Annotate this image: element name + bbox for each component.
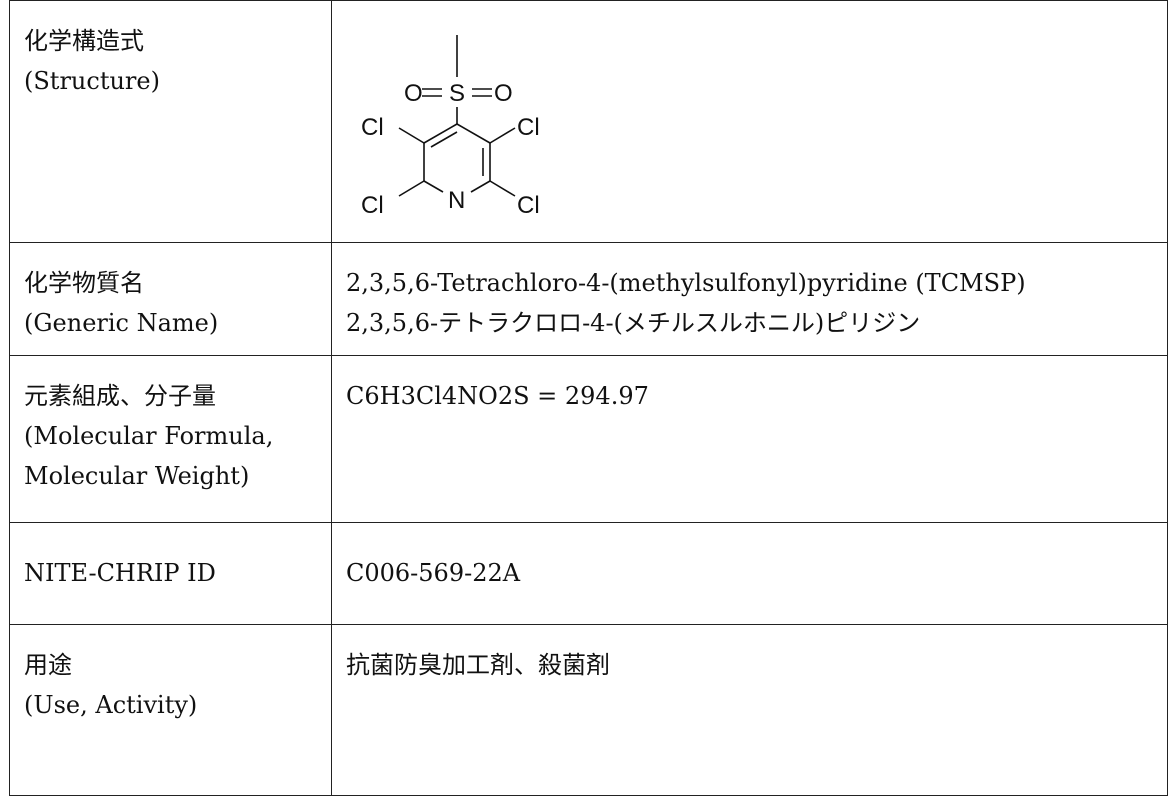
generic-name-value-ja: 2,3,5,6-テトラクロロ-4-(メチルスルホニル)ピリジン — [346, 309, 921, 337]
generic-name-value-cell: 2,3,5,6-Tetrachloro-4-(methylsulfonyl)py… — [331, 242, 1168, 356]
nite-chrip-id-value-cell: C006-569-22A — [331, 522, 1168, 625]
use-activity-label-en: (Use, Activity) — [24, 691, 198, 719]
molecular-formula-value: C6H3Cl4NO2S = 294.97 — [346, 382, 649, 410]
structure-value-cell: O S O Cl Cl Cl N Cl — [331, 0, 1168, 243]
atom-nitrogen: N — [448, 187, 465, 214]
atom-oxygen-right: O — [494, 80, 513, 107]
atom-chlorine-lower-right: Cl — [517, 192, 540, 219]
structure-label-ja: 化学構造式 — [24, 27, 144, 55]
structure-label-en: (Structure) — [24, 67, 160, 95]
atom-oxygen-left: O — [404, 80, 423, 107]
nite-chrip-id-row: NITE-CHRIP ID C006-569-22A — [9, 522, 1168, 625]
generic-name-label-cell: 化学物質名 (Generic Name) — [9, 242, 332, 356]
atom-chlorine-lower-left: Cl — [361, 192, 384, 219]
cl-bond-c2 — [398, 180, 425, 197]
use-activity-label-cell: 用途 (Use, Activity) — [9, 624, 332, 796]
chemical-structure-diagram: O S O Cl Cl Cl N Cl — [361, 35, 540, 219]
cl-bond-c3 — [398, 127, 425, 144]
ring-bond-c3-c4 — [423, 123, 458, 144]
generic-name-row: 化学物質名 (Generic Name) 2,3,5,6-Tetrachloro… — [9, 242, 1168, 356]
molecular-formula-row: 元素組成、分子量 (Molecular Formula, Molecular W… — [9, 355, 1168, 523]
atom-chlorine-upper-right: Cl — [517, 114, 540, 141]
molecular-formula-label-ja: 元素組成、分子量 — [24, 382, 216, 410]
cl-bond-c5 — [489, 127, 516, 144]
nite-chrip-id-value: C006-569-22A — [346, 559, 521, 587]
use-activity-value: 抗菌防臭加工剤、殺菌剤 — [346, 651, 610, 679]
molecular-formula-value-cell: C6H3Cl4NO2S = 294.97 — [331, 355, 1168, 523]
use-activity-row: 用途 (Use, Activity) 抗菌防臭加工剤、殺菌剤 — [9, 624, 1168, 796]
structure-label-cell: 化学構造式 (Structure) — [9, 0, 332, 243]
use-activity-label-ja: 用途 — [24, 651, 72, 679]
atom-sulfur: S — [449, 80, 465, 107]
ring-bond-n-c2 — [423, 180, 444, 193]
generic-name-label-ja: 化学物質名 — [24, 269, 144, 297]
use-activity-value-cell: 抗菌防臭加工剤、殺菌剤 — [331, 624, 1168, 796]
molecular-formula-label-en-2: Molecular Weight) — [24, 462, 250, 490]
generic-name-value-en: 2,3,5,6-Tetrachloro-4-(methylsulfonyl)py… — [346, 269, 1026, 297]
structure-row: 化学構造式 (Structure) — [9, 0, 1168, 243]
molecular-formula-label-en-1: (Molecular Formula, — [24, 422, 274, 450]
ring-inner-bond-c3-c4 — [430, 131, 458, 148]
molecular-formula-label-cell: 元素組成、分子量 (Molecular Formula, Molecular W… — [9, 355, 332, 523]
atom-chlorine-upper-left: Cl — [361, 114, 384, 141]
ring-bond-c6-n — [470, 180, 491, 193]
nite-chrip-id-label-cell: NITE-CHRIP ID — [9, 522, 332, 625]
cl-bond-c6 — [489, 180, 516, 197]
substance-info-table: 化学構造式 (Structure) — [9, 0, 1168, 796]
nite-chrip-id-label: NITE-CHRIP ID — [24, 559, 216, 587]
ring-bond-c4-c5 — [456, 123, 491, 144]
generic-name-label-en: (Generic Name) — [24, 309, 219, 337]
